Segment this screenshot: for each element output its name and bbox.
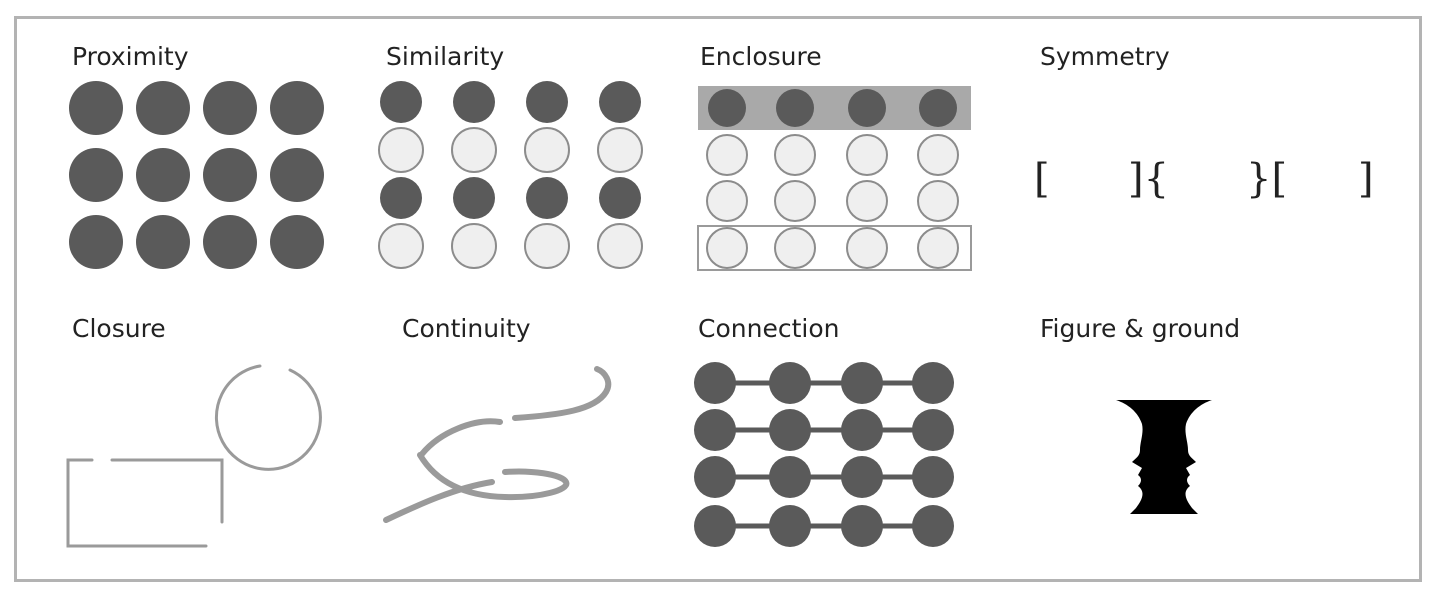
enclosure-dot-light — [917, 227, 959, 269]
title-closure: Closure — [72, 314, 166, 343]
similarity-dot-dark — [526, 177, 568, 219]
enclosure-dot-light — [846, 134, 888, 176]
similarity-dot-light — [524, 223, 570, 269]
connection-dot — [912, 505, 954, 547]
enclosure-dot-dark — [708, 89, 746, 127]
symmetry-glyphs: [ ]{ }[ ] — [1034, 156, 1374, 202]
proximity-dot — [69, 81, 123, 135]
continuity-curve-top — [512, 366, 612, 421]
connection-dot — [769, 362, 811, 404]
proximity-dot — [203, 148, 257, 202]
enclosure-group — [697, 86, 972, 271]
continuity-lines — [383, 366, 612, 523]
symmetry-glyph: }[ — [1246, 156, 1287, 202]
enclosure-dot-dark — [776, 89, 814, 127]
proximity-dot — [69, 215, 123, 269]
title-proximity: Proximity — [72, 42, 189, 71]
closure-shapes — [66, 364, 322, 548]
proximity-dot — [136, 81, 190, 135]
proximity-dot — [203, 215, 257, 269]
connection-dot — [694, 456, 736, 498]
enclosure-dot-light — [917, 134, 959, 176]
connection-dot — [694, 505, 736, 547]
similarity-dot-light — [597, 223, 643, 269]
connection-dot — [841, 456, 883, 498]
connection-dot — [841, 505, 883, 547]
closure-square-left — [66, 458, 208, 548]
title-connection: Connection — [698, 314, 840, 343]
similarity-dot-light — [378, 127, 424, 173]
proximity-dot — [69, 148, 123, 202]
title-figure-ground: Figure & ground — [1040, 314, 1241, 343]
similarity-dot-light — [451, 223, 497, 269]
enclosure-dot-light — [706, 227, 748, 269]
enclosure-dot-light — [774, 180, 816, 222]
symmetry-glyph: ] — [1358, 156, 1374, 202]
proximity-dot — [270, 215, 324, 269]
title-similarity: Similarity — [386, 42, 505, 71]
similarity-dot-dark — [453, 81, 495, 123]
continuity-curve-long — [383, 479, 495, 523]
enclosure-dot-light — [706, 180, 748, 222]
title-enclosure: Enclosure — [700, 42, 822, 71]
connection-dot — [694, 409, 736, 451]
connection-dot — [769, 456, 811, 498]
connection-dot — [912, 362, 954, 404]
similarity-dots — [378, 81, 643, 269]
connection-dot — [841, 409, 883, 451]
enclosure-outline — [697, 225, 972, 271]
similarity-dot-light — [597, 127, 643, 173]
similarity-dot-dark — [380, 81, 422, 123]
connection-dot — [769, 409, 811, 451]
proximity-dot — [270, 148, 324, 202]
similarity-dot-light — [451, 127, 497, 173]
connection-dots — [694, 362, 954, 547]
proximity-dots — [69, 81, 324, 269]
connection-dot — [841, 362, 883, 404]
similarity-dot-light — [378, 223, 424, 269]
similarity-dot-dark — [453, 177, 495, 219]
title-symmetry: Symmetry — [1040, 42, 1170, 71]
symmetry-glyph: ]{ — [1128, 156, 1169, 202]
connection-dot — [912, 456, 954, 498]
symmetry-glyph: [ — [1034, 156, 1050, 202]
proximity-dot — [136, 215, 190, 269]
continuity-curve-loop — [417, 452, 570, 501]
enclosure-dot-light — [706, 134, 748, 176]
similarity-dot-dark — [599, 81, 641, 123]
connection-dot — [912, 409, 954, 451]
closure-open-circle — [214, 364, 322, 471]
enclosure-dot-dark — [919, 89, 957, 127]
enclosure-dot-light — [774, 134, 816, 176]
proximity-dot — [203, 81, 257, 135]
closure-square-right — [110, 458, 224, 524]
similarity-dot-light — [524, 127, 570, 173]
similarity-dot-dark — [380, 177, 422, 219]
vase-faces-icon — [1116, 400, 1212, 514]
title-continuity: Continuity — [402, 314, 531, 343]
enclosure-dot-dark — [848, 89, 886, 127]
enclosure-dot-light — [917, 180, 959, 222]
proximity-dot — [270, 81, 324, 135]
continuity-curve-mid — [419, 418, 503, 457]
similarity-dot-dark — [599, 177, 641, 219]
connection-dot — [694, 362, 736, 404]
connection-dot — [769, 505, 811, 547]
enclosure-dot-light — [846, 180, 888, 222]
similarity-dot-dark — [526, 81, 568, 123]
proximity-dot — [136, 148, 190, 202]
enclosure-dot-light — [774, 227, 816, 269]
enclosure-dot-light — [846, 227, 888, 269]
